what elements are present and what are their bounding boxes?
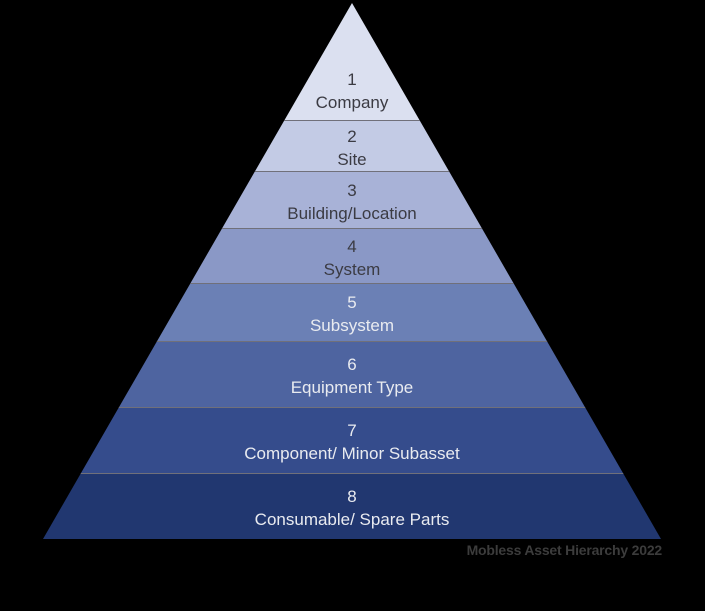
pyramid-level-4: 4 System [43,228,661,283]
pyramid-level-8: 8 Consumable/ Spare Parts [43,473,661,539]
level-label: Equipment Type [290,378,414,397]
pyramid-level-6: 6 Equipment Type [43,341,661,407]
pyramid-level-1: 1 Company [43,3,661,120]
level-label: Company [315,93,389,112]
level-label: System [323,259,381,279]
level-number: 1 [347,70,357,89]
level-label: Building/Location [287,203,417,223]
pyramid-level-2: 2 Site [43,120,661,171]
level-number: 3 [347,180,357,200]
level-number: 5 [347,293,357,312]
pyramid-level-7: 7 Component/ Minor Subasset [43,407,661,473]
level-number: 2 [347,126,357,146]
level-label: Consumable/ Spare Parts [254,510,450,529]
level-label: Site [337,149,367,169]
caption: Mobless Asset Hierarchy 2022 [466,542,663,558]
pyramid-level-5: 5 Subsystem [43,283,661,341]
level-number: 7 [347,421,357,440]
level-number: 6 [347,355,357,374]
asset-hierarchy-pyramid: 1 Company 2 Site 3 Building/Location 4 S… [43,3,661,539]
level-number: 8 [347,487,357,506]
level-label: Subsystem [309,316,395,335]
level-number: 4 [347,236,357,256]
pyramid-level-3: 3 Building/Location [43,171,661,228]
level-label: Component/ Minor Subasset [244,444,460,463]
